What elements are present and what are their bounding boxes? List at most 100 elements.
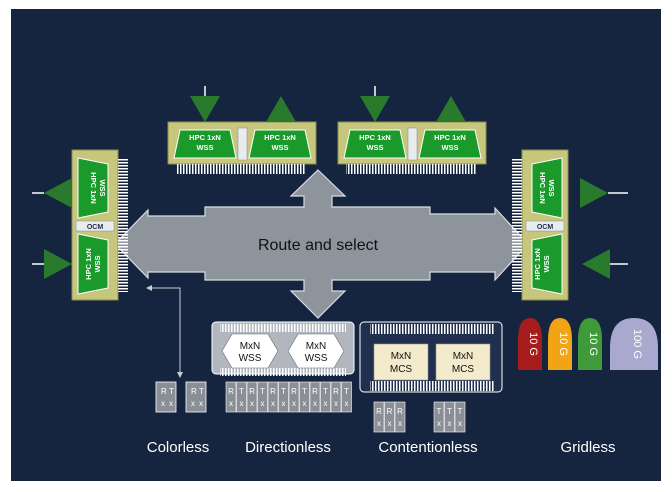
colorless-connector (146, 285, 183, 378)
top-right-wss-module: HPC 1xN WSS HPC 1xN WSS (337, 121, 487, 174)
rt-letter: R (397, 407, 403, 416)
arrow-left-icon (44, 178, 72, 208)
ocm-block (525, 220, 565, 232)
rt-letter: T (239, 387, 244, 396)
mxn-label: MCS (390, 364, 413, 375)
contentionless-panel: MxN MCS MxN MCS (359, 321, 503, 393)
route-and-select-hub (114, 169, 529, 319)
rt-letter: R (387, 407, 393, 416)
category-label-contentionless: Contentionless (378, 439, 477, 456)
wss-label: WSS (366, 143, 383, 152)
wss-block (77, 157, 109, 219)
wss-label: HPC 1xN (538, 172, 547, 204)
gridless-label: 100 G (631, 329, 643, 359)
wss-label: WSS (196, 143, 213, 152)
wss-block (248, 129, 312, 159)
ocm-label: OCM (537, 224, 554, 231)
transponder-card (320, 381, 331, 413)
wss-label: HPC 1xN (89, 172, 98, 204)
arrow-right-icon (44, 249, 72, 279)
rt-letter: x (448, 419, 452, 428)
gridless-channels: 10 G 10 G 10 G 100 G (518, 318, 658, 370)
wss-label: HPC 1xN (434, 133, 466, 142)
gridless-label: 10 G (587, 332, 599, 356)
rt-letter: x (334, 399, 338, 408)
transponder-card (341, 381, 352, 413)
rt-letter: x (169, 399, 173, 408)
transponder-card (278, 381, 289, 413)
rt-letter: x (261, 399, 265, 408)
rt-letter: x (437, 419, 441, 428)
right-wss-module: HPC 1xN WSS OCM HPC 1xN WSS (512, 149, 569, 301)
wss-block (531, 157, 563, 219)
transponder-card (257, 381, 268, 413)
gridless-channel (610, 318, 658, 370)
rt-letter: x (303, 399, 307, 408)
rt-letter: R (333, 387, 339, 396)
rt-letter: T (281, 387, 286, 396)
rt-letter: R (228, 387, 234, 396)
rt-letter: x (345, 399, 349, 408)
transponder-card (309, 381, 321, 413)
rt-letter: x (271, 399, 275, 408)
arrow-left-icon (582, 249, 610, 279)
transponder-card (373, 401, 385, 433)
wss-block (77, 233, 109, 295)
rt-letter: x (313, 399, 317, 408)
mxn-label: WSS (305, 353, 328, 364)
top-left-arrows (190, 86, 296, 122)
mxn-label: MCS (452, 364, 475, 375)
rt-letter: R (291, 387, 297, 396)
directionless-panel: MxN WSS MxN WSS (211, 321, 355, 376)
wss-block (418, 129, 482, 159)
rt-letter: x (161, 399, 165, 408)
transponder-card (384, 401, 395, 433)
rt-letter: R (270, 387, 276, 396)
wss-label: WSS (93, 255, 102, 272)
mxn-label: MxN (453, 351, 474, 362)
transponder-card (288, 381, 300, 413)
rt-letter: T (344, 387, 349, 396)
wss-label: WSS (98, 179, 107, 196)
mxn-wss-block (287, 333, 345, 369)
gridless-label: 10 G (557, 332, 569, 356)
arrow-up-icon (436, 96, 466, 122)
rt-letter: x (377, 419, 381, 428)
colorless-transponders: R T x x R T x x (155, 381, 207, 413)
wss-label: HPC 1xN (84, 248, 93, 280)
rt-letter: x (282, 399, 286, 408)
ocm-block (407, 127, 418, 161)
rt-letter: T (199, 387, 204, 396)
rt-letter: x (292, 399, 296, 408)
rt-letter: R (376, 407, 382, 416)
gridless-channel (518, 318, 542, 370)
category-label-directionless: Directionless (245, 439, 331, 456)
rt-letter: R (312, 387, 318, 396)
gridless-channel (578, 318, 602, 370)
gridless-channel (548, 318, 572, 370)
arrow-down-icon (360, 96, 390, 122)
rt-letter: x (199, 399, 203, 408)
transponder-card (246, 381, 258, 413)
wss-label: WSS (547, 179, 556, 196)
wss-label: HPC 1xN (189, 133, 221, 142)
wss-label: WSS (441, 143, 458, 152)
ocm-block (75, 220, 115, 232)
left-arrows (32, 178, 72, 279)
rt-letter: T (260, 387, 265, 396)
ocm-label: OCM (87, 224, 104, 231)
wss-label: HPC 1xN (264, 133, 296, 142)
rt-letter: x (458, 419, 462, 428)
rt-letter: x (250, 399, 254, 408)
mxn-mcs-block (373, 343, 429, 381)
arrow-down-icon (190, 96, 220, 122)
transponder-card (267, 381, 279, 413)
wss-label: HPC 1xN (359, 133, 391, 142)
wss-block (531, 233, 563, 295)
rt-letter: R (191, 387, 197, 396)
rt-letter: T (447, 407, 452, 416)
rt-letter: x (398, 419, 402, 428)
transponder-card (225, 381, 237, 413)
ocm-block (237, 127, 248, 161)
